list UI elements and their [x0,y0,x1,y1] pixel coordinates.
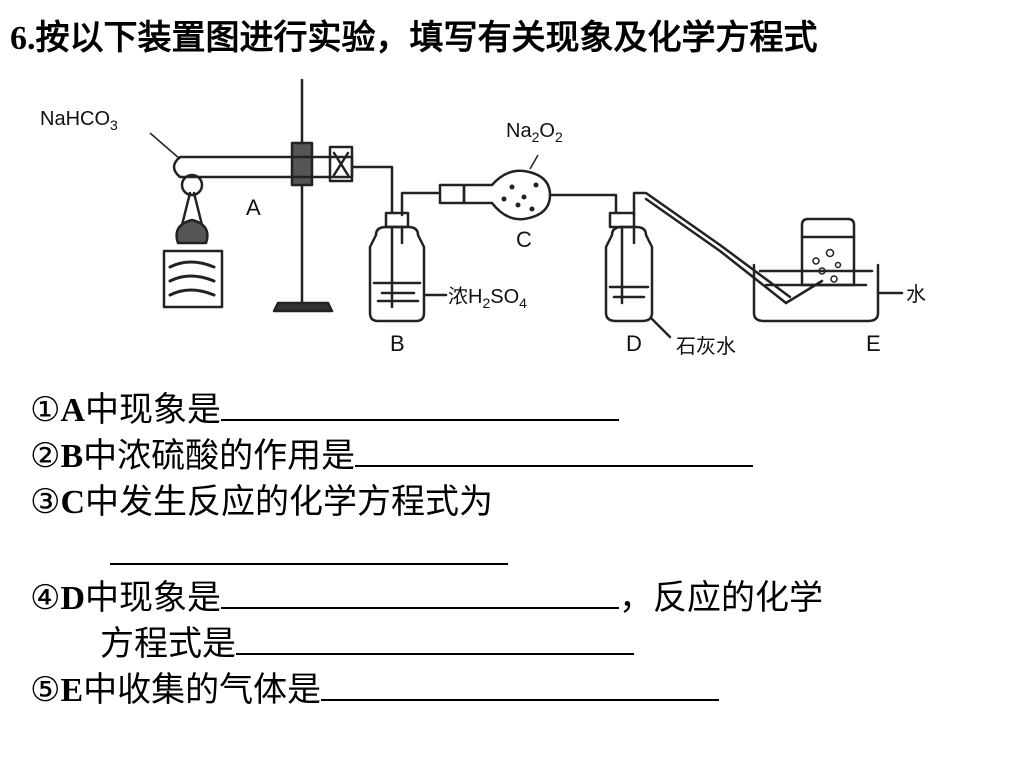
item-letter: E [60,672,84,709]
water-trough-E [752,263,880,323]
burner-flame-ring [180,173,204,197]
item-marker: ③ [30,482,61,522]
stand-base [272,301,334,313]
label-water: 水 [906,283,926,306]
question-prompt: 按以下装置图进行实验，填写有关现象及化学方程式 [35,18,818,58]
question-item-1: ①A中现象是 [30,390,620,431]
clamp [290,141,314,187]
answer-blank-2[interactable] [355,437,754,467]
bottle-B [368,225,426,323]
question-title: 6.按以下装置图进行实验，填写有关现象及化学方程式 [10,10,818,59]
label-B: B [390,331,405,356]
item-letter: B [60,438,84,475]
item-suffix: ，反应的化学 [619,578,824,618]
question-item-5: ⑤E中收集的气体是 [30,670,720,711]
answer-blank-3[interactable] [110,535,508,565]
answer-blank-4b[interactable] [236,625,634,655]
item-letter: D [60,580,86,617]
label-E: E [866,331,881,356]
question-number: 6. [10,20,36,57]
alcohol-lamp [175,218,209,245]
reagent-nahco3-label: NaHCO3 [40,108,118,133]
bottle-D [604,225,654,323]
answer-blank-1[interactable] [221,391,620,421]
label-conc-h2so4: 浓H2SO4 [448,285,527,311]
item-marker: ② [30,436,61,476]
gas-bubbles [812,248,842,283]
item-marker: ① [30,390,61,430]
item-text: 中浓硫酸的作用是 [83,436,356,476]
question-item-3-answer [110,534,508,574]
drying-tube-C [462,169,552,221]
question-item-3: ③C中发生反应的化学方程式为 [30,482,493,523]
item-text: 中发生反应的化学方程式为 [85,482,494,522]
label-D: D [626,331,642,356]
apparatus-diagram: NaHCO3 Na2O2 A B C D E 浓H2SO4 石灰水 水 [40,78,926,358]
powder-dots [501,182,539,212]
label-C: C [516,227,532,252]
item-marker: ④ [30,578,61,618]
item-text-line2: 方程式是 [100,624,236,664]
item-letter: C [60,484,86,521]
question-item-2: ②B中浓硫酸的作用是 [30,436,754,477]
item-text: 中现象是 [85,578,222,618]
tube-D-E [632,191,792,299]
question-item-4: ④D中现象是 ，反应的化学 [30,578,823,619]
item-text: 中现象是 [85,390,222,430]
question-item-4-line2: 方程式是 [100,624,634,664]
reagent-na2o2-label: Na2O2 [506,120,563,145]
label-A: A [246,195,261,220]
item-letter: A [60,392,86,429]
item-marker: ⑤ [30,670,61,710]
answer-blank-4a[interactable] [221,579,620,609]
stopper-B [384,211,410,229]
tube-B-C [400,191,442,217]
answer-blank-5[interactable] [321,671,720,701]
tube-A-B [350,165,394,217]
test-tube-A [172,155,354,179]
item-text: 中收集的气体是 [83,670,322,710]
gas-jar [800,217,856,287]
label-limewater: 石灰水 [676,335,736,358]
